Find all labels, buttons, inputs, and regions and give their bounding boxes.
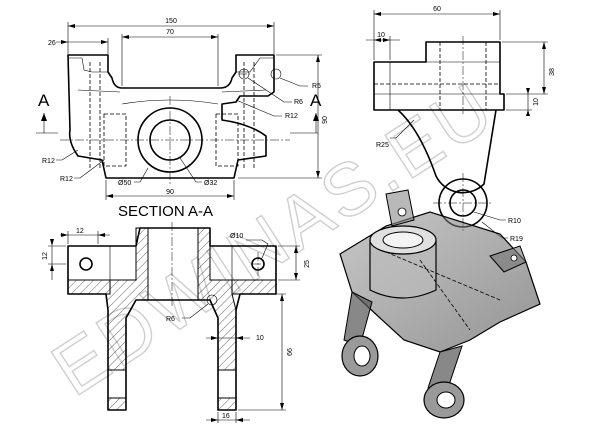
dim-10-top-label: 10	[377, 32, 385, 39]
dim-16-label: 16	[222, 413, 230, 420]
front-view: 150 70 26 90 90 R5 R6 R12 R12 R12 Ø50	[36, 18, 329, 200]
r6-section-label: R6	[166, 316, 175, 323]
r12-left-b-label: R12	[60, 176, 73, 183]
section-marker-right: A	[310, 91, 322, 110]
side-arm-outline	[397, 109, 497, 194]
d50-label: Ø50	[118, 180, 131, 187]
side-view: 60 10 38 10 R25 R10 R19	[366, 6, 556, 243]
d50-leader	[134, 167, 149, 183]
iso-cylinder	[369, 240, 437, 299]
dim-90-bottom-label: 90	[166, 189, 174, 196]
r25-label: R25	[376, 142, 389, 149]
dim-25-label: 25	[304, 260, 311, 268]
r5-circle	[270, 68, 282, 80]
r10-leader	[473, 211, 506, 221]
dim-12-left-label: 12	[42, 252, 49, 260]
r12-left-a-label: R12	[42, 158, 55, 165]
dim-10-label: 10	[256, 335, 264, 342]
hatch-left-web	[105, 227, 149, 371]
front-view-mid-edges	[77, 89, 267, 93]
r25-leader	[390, 119, 415, 139]
isometric-view	[339, 189, 541, 419]
left-boss-top	[68, 57, 108, 73]
dim-70-label: 70	[166, 29, 174, 36]
d32-leader	[179, 157, 202, 183]
r10-label: R10	[508, 218, 521, 225]
hatch-left-foot	[107, 397, 127, 411]
r6-leader	[247, 77, 292, 103]
dim-150-label: 150	[165, 18, 177, 25]
r5-leader	[279, 77, 308, 87]
iso-left-boss	[385, 189, 415, 227]
dim-10-right-label: 10	[533, 98, 540, 106]
section-marker-left: A	[38, 91, 50, 110]
dim-66-label: 66	[287, 348, 294, 356]
r12-left-b-leader	[74, 159, 105, 179]
dim-60-label: 60	[433, 6, 441, 13]
front-view-outline	[67, 54, 275, 179]
hatch-right-foot	[217, 397, 237, 411]
r12-right-leader	[235, 99, 282, 117]
dim-38-label: 38	[549, 68, 556, 76]
r6-section-circle	[206, 294, 218, 306]
r5-label: R5	[312, 83, 321, 90]
r19-label: R19	[510, 236, 523, 243]
hatch-left-flange	[67, 279, 111, 295]
right-boss-top	[236, 57, 274, 73]
r6-section-leader	[182, 303, 209, 319]
d10-label: Ø10	[230, 233, 243, 240]
hatch-right-flange	[231, 279, 277, 295]
dim-12-top-label: 12	[76, 228, 84, 235]
d10-leader	[246, 239, 269, 259]
r12-left-a-leader	[56, 149, 79, 161]
d32-label: Ø32	[204, 180, 217, 187]
section-left-hole	[79, 257, 93, 271]
r12-right-label: R12	[285, 113, 298, 120]
r6-label: R6	[294, 99, 303, 106]
iso-right-boss	[489, 245, 527, 273]
dim-90-height-label: 90	[322, 116, 329, 124]
dim-26-label: 26	[48, 40, 56, 47]
section-title: SECTION A-A	[118, 203, 213, 220]
section-view: 12 12 Ø10 25 R6 10 66 16	[42, 222, 311, 423]
